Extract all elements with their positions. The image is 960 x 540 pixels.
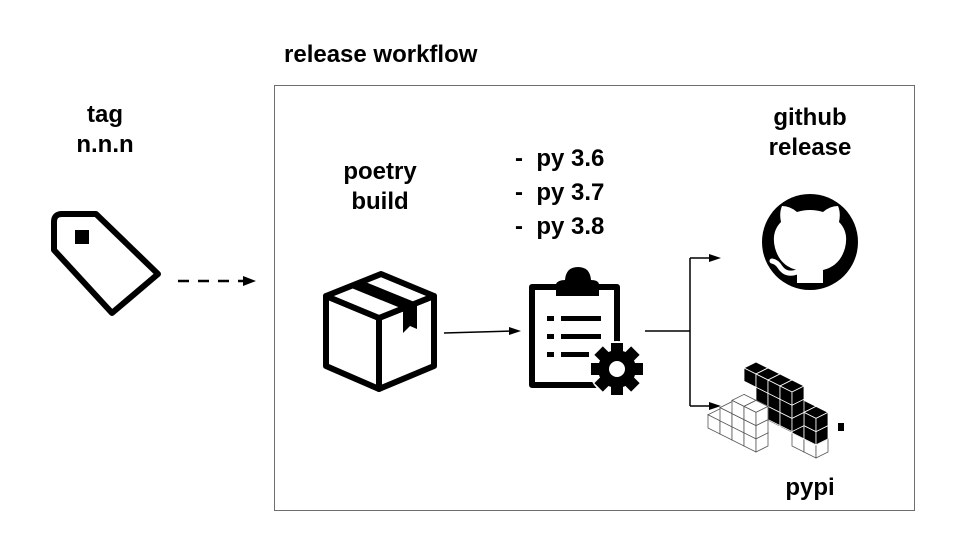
github-release-label: github release — [740, 103, 880, 163]
tag-label-line1: tag — [87, 101, 123, 128]
build-label-line2: build — [351, 188, 409, 215]
tag-label-line2: n.n.n — [76, 131, 134, 158]
workflow-title: release workflow — [284, 41, 478, 68]
github-label-line2: release — [768, 134, 852, 161]
python-matrix: - py 3.6 - py 3.7 - py 3.8 — [515, 142, 604, 244]
build-label-line1: poetry — [343, 158, 417, 185]
build-label: poetry build — [315, 157, 445, 217]
python-version-item: - py 3.6 — [515, 145, 605, 172]
pypi-label: pypi — [785, 474, 835, 501]
tag-label: tag n.n.n — [55, 100, 155, 160]
github-label-line1: github — [773, 104, 847, 131]
python-version-item: - py 3.8 — [515, 213, 605, 240]
python-version-item: - py 3.7 — [515, 179, 605, 206]
workflow-frame — [274, 85, 915, 511]
